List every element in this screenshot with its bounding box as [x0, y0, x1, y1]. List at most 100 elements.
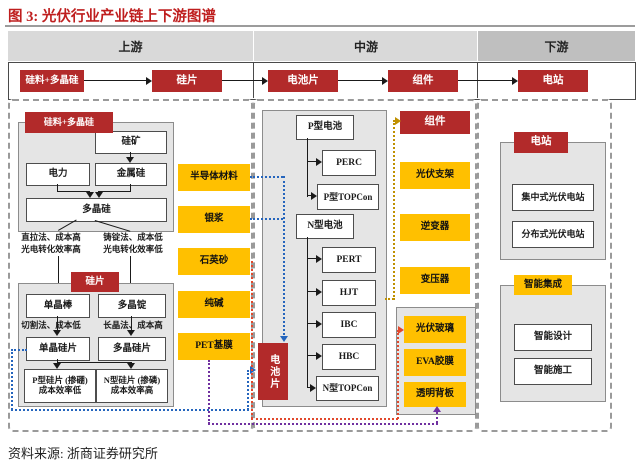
n-branch-h3: [307, 323, 317, 325]
ibc-arrowhead: [316, 320, 322, 328]
n-cell-box: N型电池: [296, 214, 354, 239]
connector-blue-semiconductor: [250, 176, 283, 178]
flow-arrowhead-3: [382, 77, 388, 85]
n-branch-h2: [307, 291, 317, 293]
wafer-group-label: 硅片: [71, 272, 119, 292]
poly-ingot-box: 多晶锭: [98, 294, 166, 318]
connector-purple-v2: [436, 412, 438, 423]
flow-arrow-line-2: [222, 80, 262, 82]
component-bracket: 光伏支架: [400, 162, 470, 189]
n-wafer-elbow-h: [57, 362, 132, 364]
title-divider: [5, 25, 635, 27]
flow-box-module: 组件: [388, 70, 458, 92]
p-topcon-box: P型TOPCon: [317, 184, 379, 210]
header-downstream: 下游: [477, 31, 635, 61]
note-czochralski: 直拉法、成本高 光电转化效率高: [8, 231, 94, 255]
connector-gold-h1: [385, 298, 394, 300]
connector-red-vertical: [251, 261, 253, 419]
smart-construction-box: 智能施工: [514, 358, 592, 385]
connector-red-arrowhead: [398, 326, 404, 334]
component-inverter: 逆变器: [400, 214, 470, 241]
connector-blue-vertical: [283, 176, 285, 335]
power-elbow-h: [57, 191, 90, 193]
connector-blue-arrowhead-down: [280, 336, 288, 342]
smart-design-box: 智能设计: [514, 324, 592, 351]
flow-box-silicon: 硅料+多晶硅: [20, 70, 84, 92]
note-czochralski-line2: 光电转化效率高: [21, 244, 81, 254]
material-pv-glass: 光伏玻璃: [404, 316, 466, 343]
centralized-station-box: 集中式光伏电站: [512, 184, 594, 211]
note-casting-line1: 铸锭法、成本低: [103, 232, 163, 242]
note-casting-line2: 光电转化效率低: [103, 244, 163, 254]
poly-wafer-box: 多晶硅片: [98, 337, 166, 361]
n-branch-v: [307, 237, 309, 388]
mono-rod-arrow-line: [58, 256, 60, 287]
grow-note: 长晶法、成本高: [103, 320, 163, 330]
connector-purple-v1: [208, 360, 210, 424]
p-wafer-box: P型硅片 (掺硼)成本效率低: [24, 369, 96, 403]
silicon-group-label: 硅料+多晶硅: [25, 112, 113, 133]
material-silver-paste: 银浆: [178, 206, 250, 233]
connector-red-up: [397, 330, 399, 419]
figure-title: 图 3: 光伏行业产业链上下游图谱: [8, 9, 216, 25]
flow-arrowhead-2: [262, 77, 268, 85]
note-czochralski-line1: 直拉法、成本高: [21, 232, 81, 242]
flow-arrowhead-1: [146, 77, 152, 85]
connector-blue-wafer-v2: [247, 370, 249, 410]
note-casting: 铸锭法、成本低 光电转化效率低: [92, 231, 174, 255]
n-topcon-box: N型TOPCon: [316, 376, 379, 401]
connector-blue-silver: [250, 218, 283, 220]
p-cell-box: P型电池: [296, 115, 354, 140]
ore-arrow-line: [130, 152, 132, 158]
flow-box-cell: 电池片: [268, 70, 338, 92]
ptopcon-arrowhead: [311, 192, 317, 200]
p-wafer-text: P型硅片 (掺硼)成本效率低: [32, 375, 88, 395]
connector-blue-wafer-h2: [11, 409, 249, 411]
power-elbow-v: [57, 184, 59, 192]
n-wafer-text: N型硅片 (掺磷)成本效率高: [103, 375, 161, 395]
n-wafer-arrowhead: [127, 363, 135, 369]
poly-arrowhead-2: [95, 192, 103, 198]
flow-arrow-line-3: [338, 80, 382, 82]
n-branch-h5: [307, 387, 312, 389]
connector-blue-wafer-v1: [11, 349, 13, 410]
p-branch-h1: [307, 161, 317, 163]
source-note: 资料来源: 浙商证券研究所: [8, 446, 158, 461]
material-pet-film: PET基膜: [178, 333, 250, 360]
flow-box-wafer: 硅片: [152, 70, 222, 92]
header-upstream: 上游: [8, 31, 253, 61]
mono-wafer-arrow-line: [57, 316, 59, 331]
poly-wafer-arrow-line: [131, 316, 133, 331]
power-box: 电力: [26, 163, 90, 186]
metal-elbow-h: [98, 191, 131, 193]
flow-arrowhead-4: [512, 77, 518, 85]
hbc-box: HBC: [322, 344, 376, 370]
metal-elbow-v: [130, 184, 132, 192]
polysilicon-box: 多晶硅: [26, 198, 167, 222]
component-transformer: 变压器: [400, 267, 470, 294]
material-backsheet: 透明背板: [404, 382, 466, 407]
connector-gold-arrowhead: [395, 117, 401, 125]
p-wafer-arrow-line: [57, 359, 59, 363]
material-quartz-sand: 石英砂: [178, 248, 250, 275]
integration-group-label: 智能集成: [514, 275, 572, 295]
silicon-ore-box: 硅矿: [95, 131, 167, 154]
cell-vertical-box: 电池片: [258, 343, 288, 400]
poly-ingot-arrow-line: [130, 256, 132, 287]
material-eva-film: EVA胶膜: [404, 349, 466, 376]
module-box: 组件: [400, 111, 470, 134]
connector-red-bottom: [251, 418, 398, 420]
ntopcon-arrowhead: [310, 384, 316, 392]
n-wafer-box: N型硅片 (掺磷)成本效率高: [96, 369, 168, 403]
hjt-box: HJT: [322, 280, 376, 306]
connector-purple-h: [208, 423, 438, 425]
flow-box-station: 电站: [518, 70, 588, 92]
p-wafer-arrowhead: [53, 363, 61, 369]
mono-wafer-arrowhead: [53, 330, 61, 336]
material-soda-ash: 纯碱: [178, 291, 250, 318]
poly-arrowhead-1: [86, 192, 94, 198]
connector-gold-v: [393, 120, 395, 300]
ibc-box: IBC: [322, 312, 376, 338]
mono-rod-box: 单晶棒: [26, 294, 90, 318]
